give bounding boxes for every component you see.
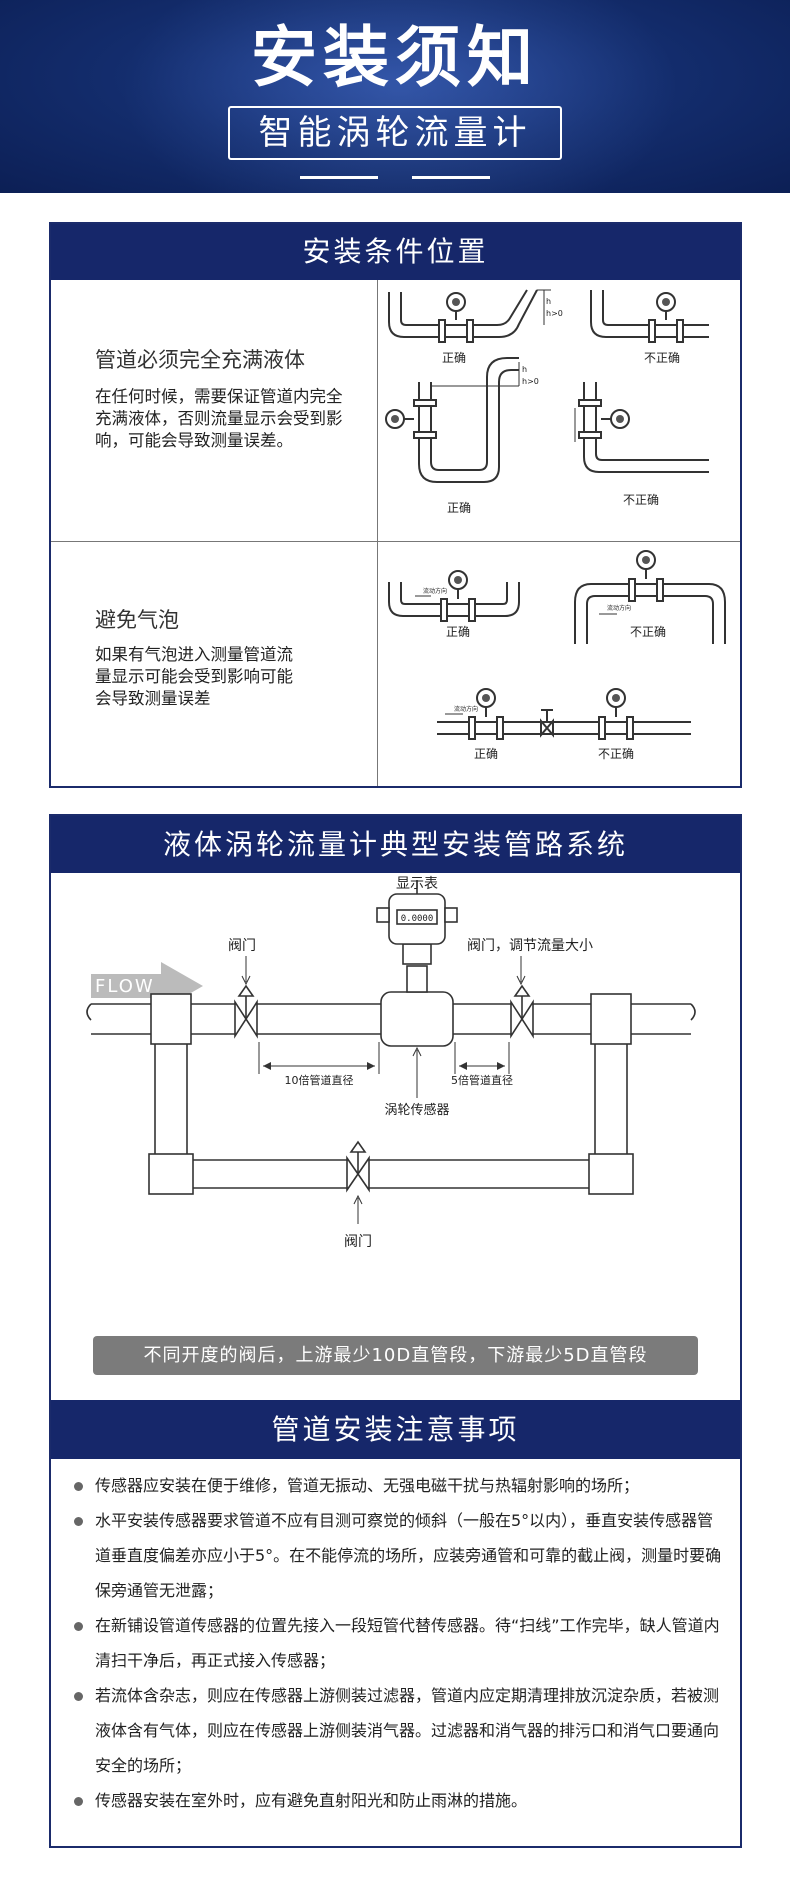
label-h: h [546,297,551,306]
note-text: 水平安装传感器要求管道不应有目测可察觉的倾斜（一般在5°以内），垂直安装传感器管… [95,1511,722,1600]
install-notes-header: 管道安装注意事项 [51,1400,740,1459]
list-item: 在新铺设管道传感器的位置先接入一段短管代替传感器。待“扫线”工作完毕，缺人管道内… [65,1608,725,1678]
display-reading: 0.0000 [401,914,434,924]
list-item: 传感器应安装在便于维修，管道无振动、无强电磁干扰与热辐射影响的场所； [65,1468,725,1503]
grid-divider-horizontal [51,541,740,542]
flow-label: FLOW [95,976,155,997]
typical-piping-header: 液体涡轮流量计典型安装管路系统 [51,816,740,873]
page-subtitle: 智能涡轮流量计 [228,106,562,160]
label-correct: 正确 [474,747,498,761]
piping-system-diagram: 显示表 0.0000 阀门 阀门，调节流量大小 FLOW 10倍管道直径 5倍管… [86,876,696,1250]
typical-piping-section: 液体涡轮流量计典型安装管路系统 [49,814,742,1848]
full-pipe-diagram: 正确 不正确 正确 不正确 h h>0 h h>0 [385,289,709,515]
banner-glow [120,0,680,193]
note-text: 传感器应安装在便于维修，管道无振动、无强电磁干扰与热辐射影响的场所； [95,1476,640,1495]
install-conditions-section: 安装条件位置 管道必须完全充满液体 在任何时候，需要保证管道内完全充满液体，否则… [49,222,742,788]
condition-full-pipe-title: 管道必须完全充满液体 [95,348,305,372]
note-text: 在新铺设管道传感器的位置先接入一段短管代替传感器。待“扫线”工作完毕，缺人管道内… [95,1616,720,1670]
list-item: 若流体含杂志，则应在传感器上游侧装过滤器，管道内应定期清理排放沉淀杂质，若被测液… [65,1678,725,1783]
valve-bottom-label: 阀门 [344,1234,372,1250]
grid-divider-vertical [377,280,378,786]
bullet-icon [74,1622,83,1631]
install-notes-list: 传感器应安装在便于维修，管道无振动、无强电磁干扰与热辐射影响的场所； 水平安装传… [65,1468,725,1818]
list-item: 水平安装传感器要求管道不应有目测可察觉的倾斜（一般在5°以内），垂直安装传感器管… [65,1503,725,1608]
label-h: h [522,365,527,374]
label-h-cond: h>0 [546,309,563,318]
label-flow-direction: 流动方向 [454,705,478,713]
label-incorrect: 不正确 [630,625,666,639]
bullet-icon [74,1517,83,1526]
bullet-icon [74,1482,83,1491]
valve-left-label: 阀门 [228,938,256,954]
note-text: 若流体含杂志，则应在传感器上游侧装过滤器，管道内应定期清理排放沉淀杂质，若被测液… [95,1686,720,1775]
label-correct: 正确 [446,625,470,639]
bullet-icon [74,1692,83,1701]
banner-underline-left [300,176,378,179]
condition-avoid-bubbles-description: 如果有气泡进入测量管道流量显示可能会受到影响可能会导致测量误差 [95,645,293,708]
sensor-label: 涡轮传感器 [384,1102,449,1118]
upstream-distance-label: 10倍管道直径 [285,1073,354,1087]
label-correct: 正确 [447,501,471,515]
valve-right-label: 阀门，调节流量大小 [467,938,593,954]
display-label: 显示表 [396,876,438,892]
install-conditions-header: 安装条件位置 [51,224,740,280]
list-item: 传感器安装在室外时，应有避免直射阳光和防止雨淋的措施。 [65,1783,725,1818]
condition-avoid-bubbles-title: 避免气泡 [95,608,179,632]
label-flow-direction: 流动方向 [607,604,631,612]
straight-pipe-requirement-bar: 不同开度的阀后，上游最少10D直管段，下游最少5D直管段 [93,1336,698,1375]
banner-underline-right [412,176,490,179]
condition-full-pipe-description: 在任何时候，需要保证管道内完全充满液体，否则流量显示会受到影响，可能会导致测量误… [95,387,343,450]
label-h-cond: h>0 [522,377,539,386]
label-incorrect: 不正确 [623,493,659,507]
label-correct: 正确 [442,351,466,365]
label-incorrect: 不正确 [644,351,680,365]
note-text: 传感器安装在室外时，应有避免直射阳光和防止雨淋的措施。 [95,1791,528,1810]
banner: 安装须知 智能涡轮流量计 [0,0,790,193]
page-title: 安装须知 [251,19,539,96]
label-incorrect: 不正确 [598,747,634,761]
downstream-distance-label: 5倍管道直径 [451,1073,513,1087]
label-flow-direction: 流动方向 [423,587,447,595]
avoid-bubbles-diagram: 流动方向 流动方向 流动方向 正确 不正确 正确 不正确 [388,550,726,761]
bullet-icon [74,1797,83,1806]
